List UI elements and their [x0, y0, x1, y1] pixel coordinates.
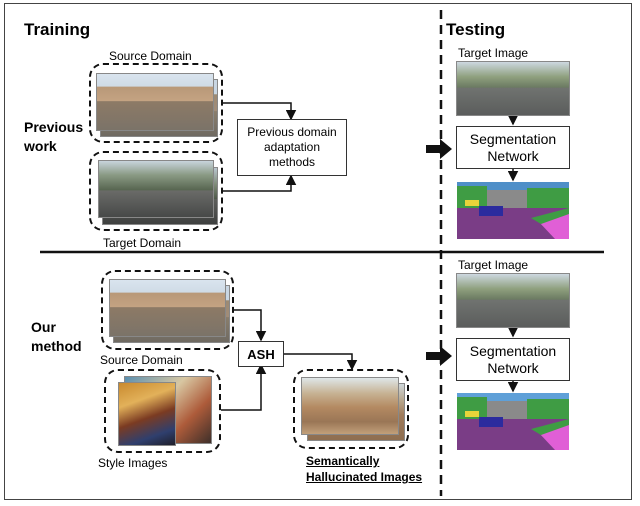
- target-domain-image: [98, 160, 214, 218]
- style-images-group: [104, 369, 221, 453]
- previous-work-label: Previous work: [24, 119, 84, 154]
- testing-header: Testing: [446, 20, 506, 39]
- style-image-front: [118, 382, 176, 446]
- previous-methods-box: Previous domain adaptation methods: [237, 119, 347, 176]
- bold-arrow-bottom: [426, 346, 452, 366]
- test-target-image-top: [456, 61, 570, 116]
- training-header: Training: [24, 20, 91, 39]
- style-to-ash-arrow: [221, 363, 267, 411]
- test-target-image-label-top: Target Image: [458, 46, 529, 60]
- segmentation-network-box-bottom: Segmentation Network: [456, 338, 570, 381]
- segmentation-network-box-top: Segmentation Network: [456, 126, 570, 169]
- target-to-methods-arrow: [223, 174, 297, 192]
- our-method-label: Our method: [31, 319, 82, 354]
- source-to-methods-arrow: [223, 102, 297, 121]
- our-source-group: [101, 270, 234, 350]
- ash-to-hallucinated-arrow: [284, 353, 358, 371]
- bold-arrow-top: [426, 139, 452, 159]
- segmentation-output-top: [457, 182, 569, 239]
- hallucinated-image: [301, 377, 399, 435]
- source-to-ash-arrow: [234, 309, 267, 342]
- hallucinated-group: [293, 369, 409, 449]
- our-source-domain-label: Source Domain: [100, 353, 183, 367]
- source-domain-image: [96, 73, 214, 131]
- segmentation-output-bottom: [457, 393, 569, 450]
- source-domain-group: [89, 63, 223, 143]
- test-target-image-bottom: [456, 273, 570, 328]
- ash-box: ASH: [238, 341, 284, 367]
- style-images-label: Style Images: [98, 456, 168, 470]
- target-domain-group: [89, 151, 223, 231]
- test-target-image-label-bottom: Target Image: [458, 258, 529, 272]
- hallucinated-label: Semantically Hallucinated Images: [306, 454, 423, 484]
- target-domain-label: Target Domain: [103, 236, 182, 250]
- source-domain-label: Source Domain: [109, 49, 192, 63]
- our-source-domain-image: [109, 279, 226, 337]
- figure-frame: [4, 3, 632, 500]
